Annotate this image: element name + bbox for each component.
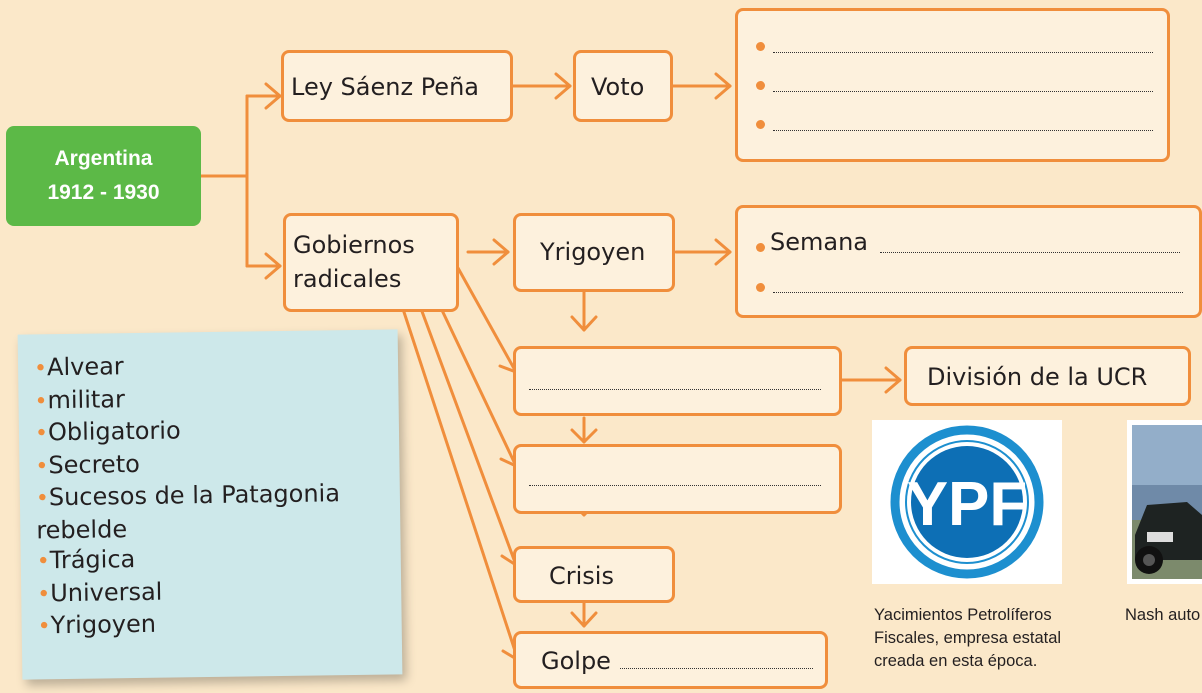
blank-line[interactable] xyxy=(529,389,821,390)
word-bank-list: •Alvear •militar •Obligatorio •Secreto •… xyxy=(34,348,342,643)
bullet-icon: • xyxy=(36,549,50,575)
semana-box: Semana xyxy=(735,205,1202,318)
bullet-icon: • xyxy=(35,486,50,512)
division-ucr-box: División de la UCR xyxy=(904,346,1191,406)
gobiernos-label-line1: Gobiernos xyxy=(293,231,415,259)
word-bank-note: •Alvear •militar •Obligatorio •Secreto •… xyxy=(17,329,403,680)
blank-line[interactable] xyxy=(529,485,821,486)
golpe-label: Golpe xyxy=(541,647,611,675)
yrigoyen-label: Yrigoyen xyxy=(540,238,646,266)
title-line-2: 1912 - 1930 xyxy=(47,181,160,204)
blank-box-2 xyxy=(513,444,842,514)
word-bank-item: •Secreto xyxy=(35,449,141,479)
bullet-icon: • xyxy=(37,581,51,607)
bullet-icon: • xyxy=(37,614,51,640)
blank-line[interactable] xyxy=(620,668,813,669)
bullet-icon: • xyxy=(34,421,49,447)
ley-saenz-pena-label: Ley Sáenz Peña xyxy=(291,73,479,101)
bullet-icon xyxy=(756,283,765,292)
word-bank-item: •militar xyxy=(34,384,126,414)
ypf-logo: YPF xyxy=(890,425,1044,579)
ypf-logo-text: YPF xyxy=(907,470,1028,539)
yrigoyen-box: Yrigoyen xyxy=(513,213,675,292)
bullet-icon: • xyxy=(33,356,48,382)
golpe-box: Golpe xyxy=(513,631,828,689)
voto-label: Voto xyxy=(591,73,645,101)
blank-line[interactable] xyxy=(773,91,1153,92)
word-bank-item: •Universal xyxy=(37,577,163,607)
ley-saenz-pena-box: Ley Sáenz Peña xyxy=(281,50,513,122)
car-caption: Nash auto xyxy=(1125,606,1201,624)
bullet-icon: • xyxy=(35,453,49,479)
gobiernos-radicales-box: Gobiernos radicales xyxy=(283,213,459,312)
blank-line[interactable] xyxy=(773,292,1183,293)
bullet-icon xyxy=(756,243,765,252)
gobiernos-label-line2: radicales xyxy=(293,265,402,293)
word-bank-item: •Alvear xyxy=(33,352,124,382)
voto-box: Voto xyxy=(573,50,673,122)
title-line-1: Argentina xyxy=(54,147,153,170)
bullet-icon xyxy=(756,120,765,129)
voto-blanks-box xyxy=(735,8,1170,162)
ypf-logo-photo: YPF xyxy=(872,420,1062,584)
blank-line[interactable] xyxy=(773,52,1153,53)
bullet-icon xyxy=(756,42,765,51)
bullet-icon xyxy=(756,81,765,90)
semana-label: Semana xyxy=(770,228,869,256)
blank-line[interactable] xyxy=(773,130,1153,131)
ypf-caption-line3: creada en esta época. xyxy=(874,652,1038,670)
ypf-caption-line2: Fiscales, empresa estatal xyxy=(874,629,1062,647)
vintage-car-image xyxy=(1132,425,1202,579)
blank-box-1 xyxy=(513,346,842,416)
word-bank-item: •Obligatorio xyxy=(34,416,181,447)
crisis-label: Crisis xyxy=(549,562,614,590)
division-ucr-label: División de la UCR xyxy=(927,363,1148,391)
word-bank-item: rebelde xyxy=(36,514,128,544)
bullet-icon: • xyxy=(34,388,48,414)
word-bank-item: •Trágica xyxy=(36,545,136,575)
word-bank-item: •Sucesos de la Patagonia xyxy=(35,479,341,512)
title-box: Argentina 1912 - 1930 xyxy=(6,126,201,226)
car-photo xyxy=(1127,420,1202,584)
crisis-box: Crisis xyxy=(513,546,675,603)
word-bank-item: •Yrigoyen xyxy=(37,609,157,640)
blank-line[interactable] xyxy=(880,252,1180,253)
ypf-caption-line1: Yacimientos Petrolíferos xyxy=(874,606,1052,624)
